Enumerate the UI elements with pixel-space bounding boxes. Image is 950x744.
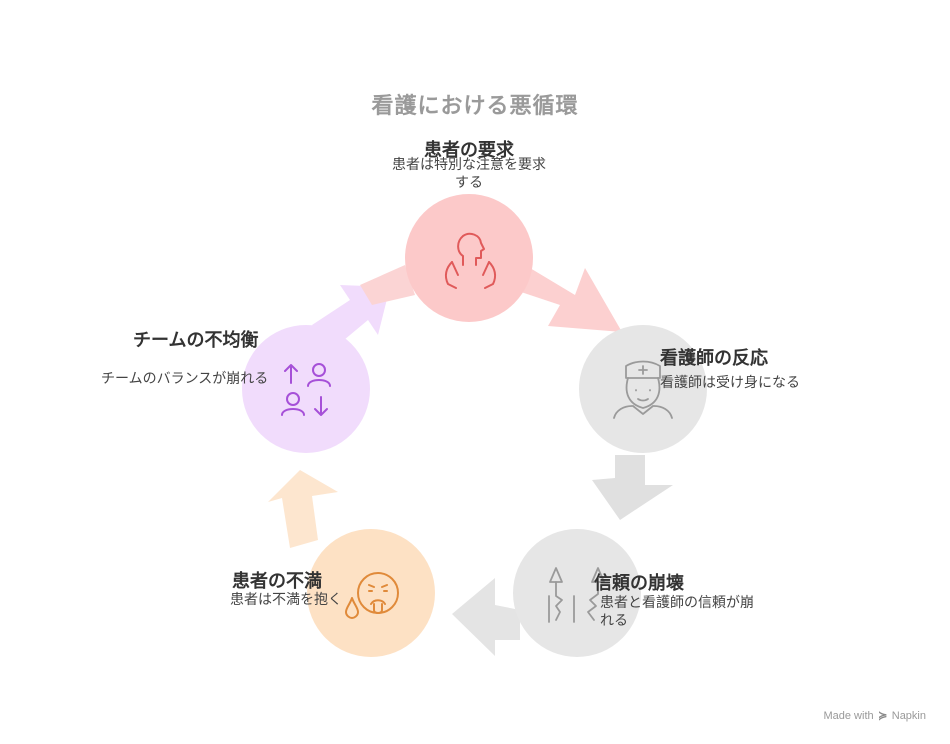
node-circle-team-imbalance: [242, 325, 370, 453]
node-title-trust-collapse: 信頼の崩壊: [594, 573, 684, 594]
node-title-patient-demand: 患者の要求: [424, 140, 514, 161]
node-desc-line: する: [455, 175, 483, 191]
node-desc-patient-dissatisfaction: 患者は不満を抱く: [230, 591, 342, 609]
node-desc-patient-demand: 患者は特別な注意を要求 する: [379, 156, 559, 192]
nurse-icon: [613, 360, 673, 419]
arrow-dissatisfaction-to-imbalance: [268, 470, 338, 548]
credit-text: Made with: [823, 710, 874, 722]
arrow-imbalance-tail: [360, 265, 415, 305]
broken-pillars-icon: [548, 567, 605, 623]
head-hands-icon: [444, 232, 497, 289]
made-with-credit[interactable]: Made with ≽ Napkin: [823, 709, 926, 722]
node-circle-nurse-response: [579, 325, 707, 453]
node-desc-line: れる: [600, 613, 628, 629]
upset-face-icon: [345, 572, 399, 619]
node-desc-line: 患者は特別な注意を要求: [392, 157, 546, 173]
node-circle-patient-dissatisfaction: [307, 529, 435, 657]
napkin-logo-icon: ≽: [878, 710, 888, 722]
arrow-collapse-to-dissatisfaction: [452, 578, 520, 656]
credit-brand: Napkin: [891, 710, 926, 722]
node-desc-line: 看護師は受け身になる: [660, 375, 800, 391]
node-desc-line: 患者は不満を抱く: [230, 592, 342, 608]
arrow-response-to-collapse: [592, 455, 673, 520]
node-desc-line: 患者と看護師の信頼が崩: [600, 595, 754, 611]
node-desc-team-imbalance: チームのバランスが崩れる: [101, 370, 268, 388]
node-desc-trust-collapse: 患者と看護師の信頼が崩 れる: [600, 594, 754, 630]
node-desc-nurse-response: 看護師は受け身になる: [660, 374, 800, 392]
node-circle-trust-collapse: [513, 529, 641, 657]
people-swap-icon: [281, 363, 331, 416]
node-circle-patient-demand: [405, 194, 533, 322]
node-title-nurse-response: 看護師の反応: [660, 348, 768, 369]
diagram-title: 看護における悪循環: [371, 94, 579, 119]
node-title-patient-dissatisfaction: 患者の不満: [232, 571, 322, 592]
node-desc-line: チームのバランスが崩れる: [101, 371, 269, 387]
arrow-demand-to-response: [515, 265, 622, 332]
node-title-team-imbalance: チームの不均衡: [133, 330, 259, 351]
